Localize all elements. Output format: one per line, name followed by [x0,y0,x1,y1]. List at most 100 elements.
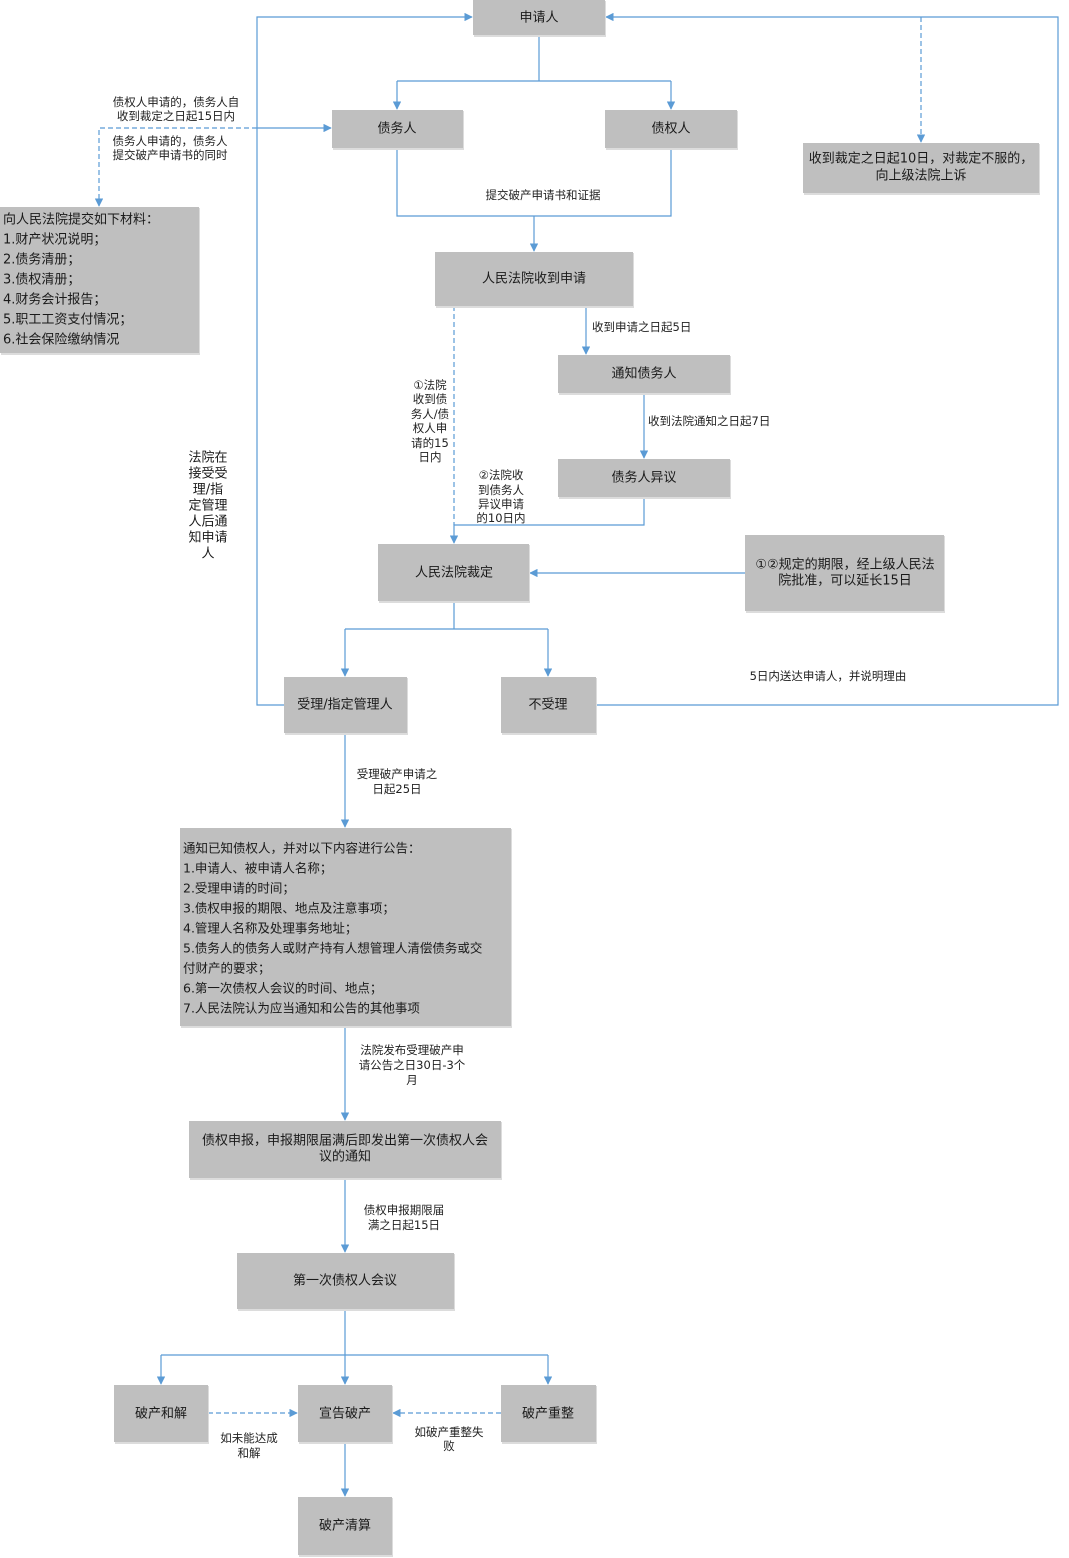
node-announcement: 通知已知债权人，并对以下内容进行公告： 1.申请人、被申请人名称； 2.受理申请… [180,828,512,1028]
edge-parties-merge [396,148,672,217]
node-announcement-line: 3.债权申报的期限、地点及注意事项； [183,901,395,916]
node-appeal-line: 收到裁定之日起10日，对裁定不服的， [809,151,1034,167]
node-creditor-label: 债权人 [651,121,690,137]
node-declare-label: 宣告破产 [319,1406,371,1422]
label-notify-applicant: 知申请 [188,530,227,546]
node-extension: ①②规定的期限，经上级人民法 院批准，可以延长15日 [745,535,945,613]
node-court-ruling: 人民法院裁定 [378,544,530,603]
label-notify-applicant: 接受受 [188,466,227,482]
node-court-receive: 人民法院收到申请 [435,252,634,308]
label-within15: 权人申 [413,421,448,435]
node-claims-line: 债权申报，申报期限届满后即发出第一次债权人会 [202,1133,488,1149]
label-debtor-app: 提交破产申请书的同时 [113,148,228,162]
label-claims-end: 债权申报期限届 [364,1203,445,1217]
label-creditor-app: 收到裁定之日起15日内 [117,109,235,123]
node-reject-label: 不受理 [528,698,567,713]
node-announcement-line: 付财产的要求； [183,961,271,976]
label-reorg-fail: 如破产重整失 [415,1425,484,1439]
label-notify-applicant: 人 [201,547,214,562]
node-settlement-label: 破产和解 [135,1407,187,1422]
node-creditor: 债权人 [605,110,738,150]
node-announcement-line: 5.债务人的债务人或财产持有人想管理人清偿债务或交 [183,941,482,956]
node-announcement-line: 通知已知债权人，并对以下内容进行公告： [183,841,421,856]
node-declare: 宣告破产 [298,1385,393,1444]
edge-reject-to-applicant [596,12,1059,706]
node-notify-debtor: 通知债务人 [558,355,731,395]
node-announcement-line: 7.人民法院认为应当通知和公告的其他事项 [183,1001,420,1016]
node-materials-item: 4.财务会计报告； [3,292,106,308]
node-court-receive-label: 人民法院收到申请 [482,272,586,287]
label-within10: ②法院收 [479,468,524,482]
node-materials-title: 向人民法院提交如下材料： [3,212,159,228]
label-within15: 收到债 [413,392,448,406]
node-materials-item: 2.债务清册； [3,252,80,268]
edges [94,12,1059,1497]
label-notify-applicant: 定管理 [188,499,227,514]
node-announcement-line: 6.第一次债权人会议的时间、地点； [183,981,382,996]
label-notify-applicant: 人后通 [188,515,227,530]
node-reorganization-label: 破产重整 [522,1406,574,1422]
node-announcement-line: 2.受理申请的时间； [183,881,295,896]
label-publish: 法院发布受理破产申 [360,1043,464,1057]
label-within10: 异议申请 [478,497,524,511]
edge-objection-to-ruling [449,497,645,544]
label-within7: 收到法院通知之日起7日 [648,414,770,428]
label-claims-end: 满之日起15日 [368,1218,440,1232]
node-first-meeting: 第一次债权人会议 [237,1253,455,1311]
edge-accept-to-applicant [256,12,473,706]
node-settlement: 破产和解 [114,1385,209,1444]
node-materials-item: 3.债权清册； [3,272,80,288]
node-liquidation-label: 破产清算 [319,1519,371,1534]
edge-debtor-to-materials-dashed [94,127,257,207]
label-within25: 受理破产申请之 [357,767,438,781]
node-applicant: 申请人 [473,0,606,37]
node-notify-debtor-label: 通知债务人 [611,366,676,382]
label-within15: 日内 [419,450,442,464]
label-within5: 收到申请之日起5日 [592,320,691,334]
node-claims: 债权申报，申报期限届满后即发出第一次债权人会 议的通知 [189,1121,502,1180]
node-materials-item: 6.社会保险缴纳情况 [3,332,119,348]
label-no-settlement: 和解 [238,1446,261,1460]
label-deliver: 5日内送达申请人，并说明理由 [750,669,907,683]
node-extension-line: 院批准，可以延长15日 [778,574,912,589]
node-reject: 不受理 [501,677,597,735]
node-accept-label: 受理/指定管理人 [297,698,392,713]
label-notify-applicant: 理/指 [193,483,223,498]
node-debtor-objection-label: 债务人异议 [611,470,676,486]
node-materials: 向人民法院提交如下材料： 1.财产状况说明； 2.债务清册； 3.债权清册； 4… [0,207,200,355]
label-within25: 日起25日 [372,782,421,796]
node-court-ruling-label: 人民法院裁定 [415,565,493,581]
label-within15: ①法院 [413,378,447,392]
node-liquidation: 破产清算 [298,1497,393,1557]
label-reorg-fail: 败 [443,1439,455,1453]
node-announcement-line: 4.管理人名称及处理事务地址； [183,921,357,936]
edge-labels: 债权人申请的，债务人自 收到裁定之日起15日内 债务人申请的，债务人 提交破产申… [113,95,907,1460]
label-no-settlement: 如未能达成 [220,1431,278,1445]
label-notify-applicant: 法院在 [188,451,227,466]
node-extension-line: ①②规定的期限，经上级人民法 [755,557,934,573]
label-creditor-app: 债权人申请的，债务人自 [113,95,240,109]
label-publish: 请公告之日30日-3个 [359,1058,466,1072]
label-submit: 提交破产申请书和证据 [486,188,601,202]
node-debtor: 债务人 [332,110,464,150]
node-appeal: 收到裁定之日起10日，对裁定不服的， 向上级法院上诉 [803,143,1040,195]
node-debtor-label: 债务人 [377,121,416,137]
node-first-meeting-label: 第一次债权人会议 [293,1273,397,1289]
edge-meeting-split [161,1309,548,1356]
label-within10: 到债务人 [478,483,524,497]
node-announcement-line: 1.申请人、被申请人名称； [183,861,332,876]
label-publish: 月 [406,1073,418,1087]
node-debtor-objection: 债务人异议 [558,459,731,499]
node-applicant-label: 申请人 [519,11,558,26]
label-within15: 务人/债 [411,407,449,421]
node-materials-item: 5.职工工资支付情况； [3,313,132,328]
label-within10: 的10日内 [476,511,525,525]
label-within15: 请的15 [411,436,449,450]
node-reorganization: 破产重整 [501,1385,597,1444]
node-claims-line: 议的通知 [319,1149,371,1165]
label-debtor-app: 债务人申请的，债务人 [113,134,228,148]
node-appeal-line: 向上级法院上诉 [875,168,966,184]
edge-ruling-split [345,601,548,630]
edge-applicant-split [397,35,671,82]
